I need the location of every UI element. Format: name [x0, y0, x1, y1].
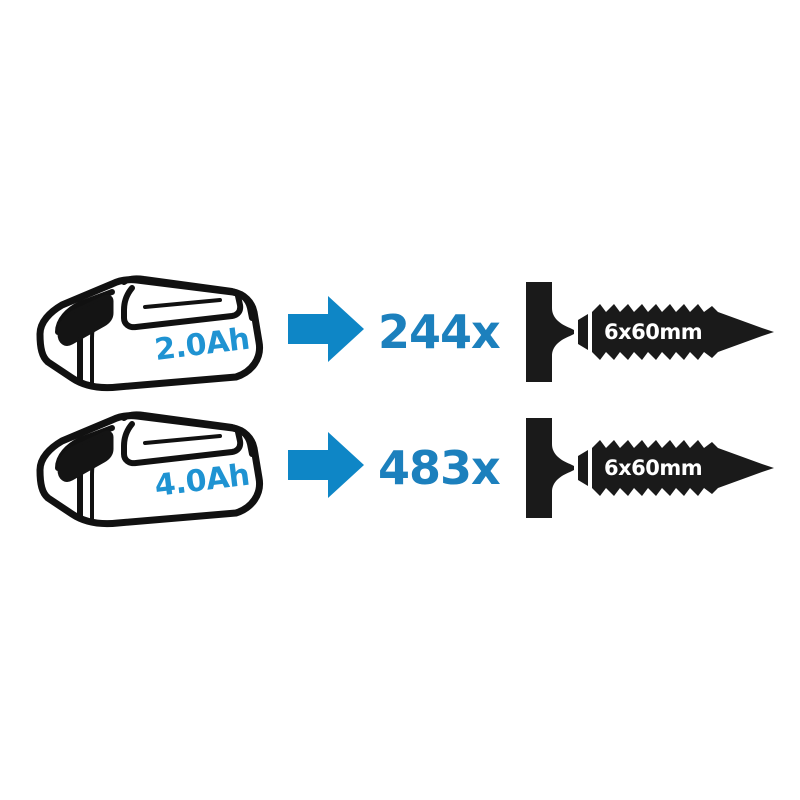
battery-illustration-1: 4.0Ah — [28, 408, 278, 528]
battery-illustration-0: 2.0Ah — [28, 272, 278, 392]
screw-illustration-1: 6x60mm — [522, 414, 778, 522]
comparison-row: 2.0Ah 244x 6x60mm — [0, 272, 800, 392]
screw-count-value: 483x — [378, 441, 501, 495]
screw-count-value: 244x — [378, 305, 501, 359]
screw-count-1: 483x — [378, 408, 528, 528]
comparison-row: 4.0Ah 483x 6x60mm — [0, 408, 800, 528]
screw-count-0: 244x — [378, 272, 528, 392]
screw-size-label: 6x60mm — [604, 320, 702, 344]
arrow-right-icon-0 — [288, 294, 366, 364]
screw-illustration-0: 6x60mm — [522, 278, 778, 386]
screw-size-label: 6x60mm — [604, 456, 702, 480]
arrow-right-icon-1 — [288, 430, 366, 500]
